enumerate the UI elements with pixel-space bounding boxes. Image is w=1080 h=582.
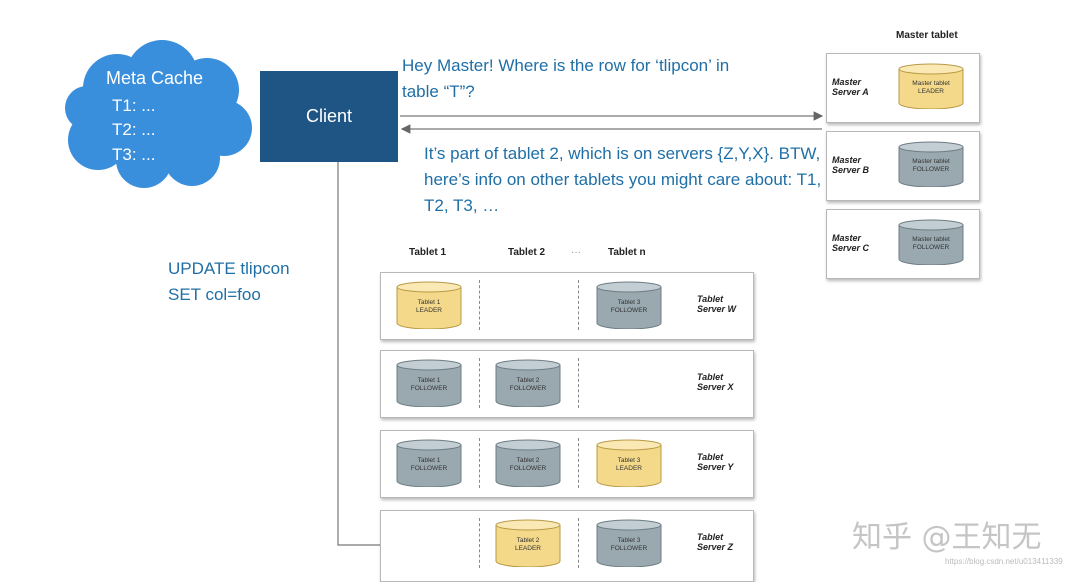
cylinder-label-tablet: Tablet 1	[417, 299, 441, 306]
column-divider	[479, 518, 480, 568]
cylinder-label-role: LEADER	[615, 465, 642, 472]
column-divider	[479, 438, 480, 488]
cylinder-label-role: LEADER	[514, 545, 541, 552]
tablet-server-label-line-2: Server W	[697, 304, 737, 314]
tablet-server-label-line-2: Server Y	[697, 462, 734, 472]
cylinder-label-tablet: Tablet 2	[516, 377, 540, 384]
meta-cache-title: Meta Cache	[106, 68, 204, 88]
column-divider	[479, 358, 480, 408]
cylinder-label-role: FOLLOWER	[610, 545, 648, 552]
watermark-url: https://blog.csdn.net/u013411339	[945, 557, 1063, 566]
column-divider	[578, 518, 579, 568]
update-statement: UPDATE tlipcon SET col=foo	[168, 256, 368, 308]
tablet-server-label-line-1: Tablet	[697, 294, 724, 304]
tablet-header-n: Tablet n	[608, 247, 646, 258]
cylinder-label-role: LEADER	[415, 307, 442, 314]
meta-cache-entry-t3: T3: ...	[112, 145, 156, 164]
update-line-1: UPDATE tlipcon	[168, 259, 290, 278]
master-server-label-line-2: Server A	[832, 87, 869, 97]
master-server-label-line-2: Server C	[832, 243, 870, 253]
client-label: Client	[305, 106, 353, 126]
meta-cache-entry-t1: T1: ...	[112, 96, 156, 115]
column-divider	[578, 358, 579, 408]
master-server-label-line-1: Master	[832, 77, 862, 87]
column-divider	[479, 280, 480, 330]
client-question-text: Hey Master! Where is the row for ‘tlipco…	[402, 56, 730, 101]
cylinder-label-tablet: Tablet 2	[516, 457, 540, 464]
master-tablet-title: Master tablet	[896, 30, 958, 41]
master-server-label-line-2: Server B	[832, 165, 870, 175]
cylinder-label-tablet: Tablet 1	[417, 377, 441, 384]
watermark-text: 知乎 @王知无	[852, 520, 1042, 555]
cylinder-label-role: FOLLOWER	[912, 244, 950, 251]
cylinder-label-role: FOLLOWER	[410, 385, 448, 392]
master-server-label-line-1: Master	[832, 233, 862, 243]
tablet-server-label-line-1: Tablet	[697, 372, 724, 382]
tablet-header-ellipsis: ···	[571, 247, 581, 258]
update-line-2: SET col=foo	[168, 285, 261, 304]
cylinder-label-role: FOLLOWER	[410, 465, 448, 472]
column-divider	[578, 438, 579, 488]
cylinder-label-tablet: Tablet 2	[516, 537, 540, 544]
meta-cache-cloud	[65, 40, 252, 188]
cylinder-label-tablet: Tablet 1	[417, 457, 441, 464]
client-box: Client	[260, 71, 398, 162]
tablet-server-box	[380, 510, 754, 582]
master-answer-text: It’s part of tablet 2, which is on serve…	[424, 144, 822, 215]
master-server-label-line-1: Master	[832, 155, 862, 165]
cylinder-label-tablet: Master tablet	[912, 80, 950, 87]
cylinder-label-role: FOLLOWER	[912, 166, 950, 173]
cylinder-label-tablet: Master tablet	[912, 158, 950, 165]
cylinder-label-role: LEADER	[917, 88, 944, 95]
tablet-server-label-line-1: Tablet	[697, 532, 724, 542]
cylinder-label-role: FOLLOWER	[610, 307, 648, 314]
tablet-header-1: Tablet 1	[409, 247, 447, 258]
cylinder-label-tablet: Tablet 3	[617, 299, 641, 306]
tablet-server-label-line-2: Server X	[697, 382, 734, 392]
cylinder-label-tablet: Tablet 3	[617, 537, 641, 544]
tablet-header-2: Tablet 2	[508, 247, 546, 258]
cylinder-label-role: FOLLOWER	[509, 385, 547, 392]
cylinder-label-tablet: Master tablet	[912, 236, 950, 243]
tablet-server-label-line-2: Server Z	[697, 542, 734, 552]
tablet-server-label-line-1: Tablet	[697, 452, 724, 462]
meta-cache-entry-t2: T2: ...	[112, 120, 156, 139]
cylinder-label-tablet: Tablet 3	[617, 457, 641, 464]
cylinder-label-role: FOLLOWER	[509, 465, 547, 472]
column-divider	[578, 280, 579, 330]
